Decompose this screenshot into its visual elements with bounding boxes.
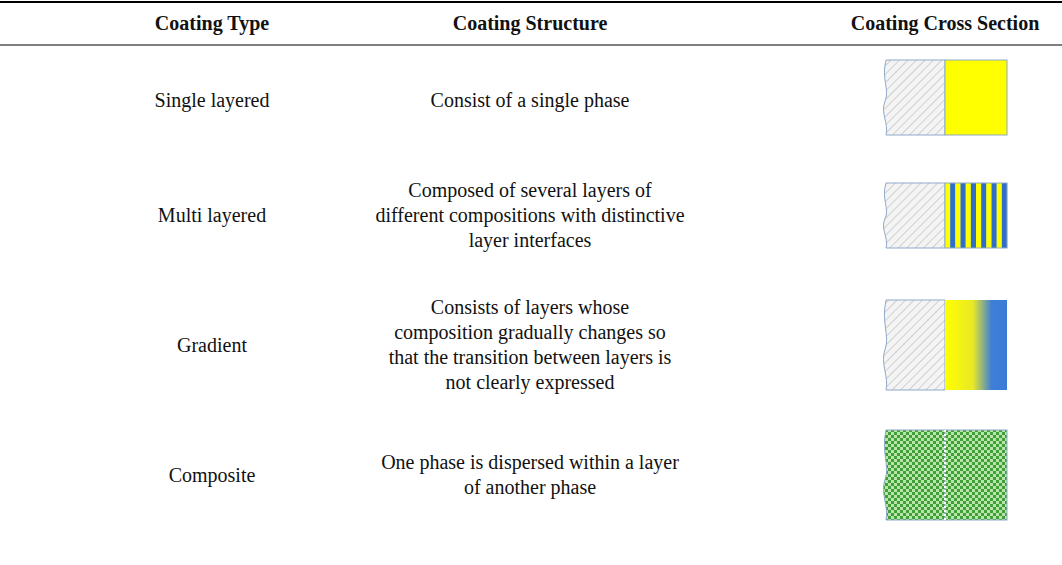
cross-section [883, 183, 1007, 248]
coating-stripe [945, 183, 950, 248]
table-cell: Single layered [62, 88, 362, 113]
coating-stripe [950, 183, 955, 248]
coating-stripe [992, 183, 997, 248]
coating-outline [945, 183, 1007, 248]
column-header: Coating Structure [453, 11, 608, 36]
table-cell: One phase is dispersed within a layer of… [380, 450, 680, 500]
cross-section [883, 300, 1007, 390]
composite-coating [945, 430, 1007, 520]
table-cell: Consist of a single phase [370, 88, 690, 113]
interface-line [944, 430, 946, 520]
coating-stripe [986, 183, 991, 248]
table-cell: Gradient [62, 333, 362, 358]
coating-stripe [966, 183, 971, 248]
coating-stripe [976, 183, 981, 248]
cross-section [883, 60, 1007, 135]
cross-section [883, 430, 1007, 520]
column-header: Coating Type [155, 11, 269, 36]
coating-layer [945, 60, 1007, 135]
substrate [883, 183, 945, 248]
coating-stripe [961, 183, 966, 248]
coating-stripe [981, 183, 986, 248]
gradient-coating [945, 300, 1007, 390]
substrate [883, 300, 945, 390]
coating-stripe [1002, 183, 1007, 248]
table-cell: Consists of layers whose composition gra… [380, 295, 680, 395]
header-rule [0, 45, 1062, 46]
table-cell: Composed of several layers of different … [375, 178, 685, 253]
column-header: Coating Cross Section [851, 11, 1040, 36]
coating-stripe [971, 183, 976, 248]
composite-substrate [883, 430, 945, 520]
table-cell: Composite [62, 463, 362, 488]
top-rule [0, 1, 1062, 3]
table-cell: Multi layered [62, 203, 362, 228]
coating-stripe [955, 183, 960, 248]
substrate [883, 60, 945, 135]
coating-stripe [997, 183, 1002, 248]
